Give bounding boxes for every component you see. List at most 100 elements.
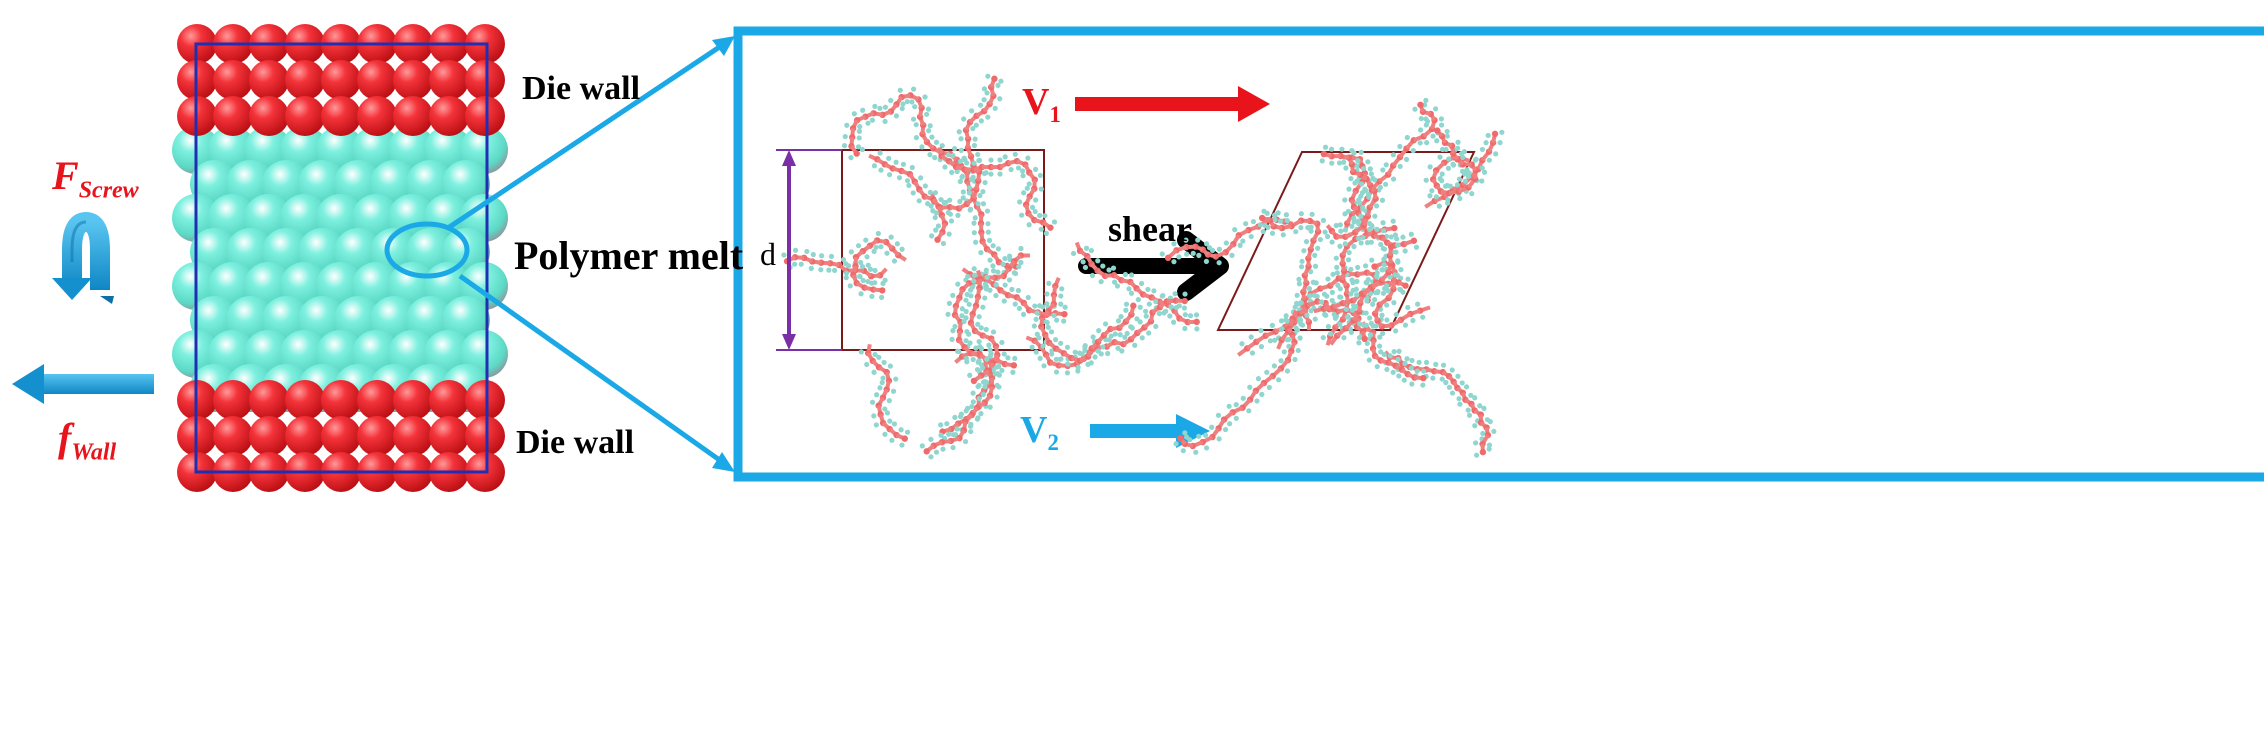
hydrogen-atom bbox=[926, 128, 931, 133]
hydrogen-atom bbox=[832, 268, 837, 273]
hydrogen-atom bbox=[1480, 431, 1485, 436]
hydrogen-atom bbox=[888, 364, 893, 369]
hydrogen-atom bbox=[982, 171, 987, 176]
hydrogen-atom bbox=[1383, 182, 1388, 187]
hydrogen-atom bbox=[1474, 157, 1479, 162]
hydrogen-atom bbox=[1160, 251, 1165, 256]
hydrogen-atom bbox=[876, 231, 881, 236]
hydrogen-atom bbox=[1402, 378, 1407, 383]
hydrogen-atom bbox=[979, 325, 984, 330]
hydrogen-atom bbox=[1246, 408, 1251, 413]
hydrogen-atom bbox=[1346, 257, 1351, 262]
hydrogen-atom bbox=[1013, 301, 1018, 306]
hydrogen-atom bbox=[1128, 324, 1133, 329]
hydrogen-atom bbox=[1325, 276, 1330, 281]
hydrogen-atom bbox=[1473, 440, 1478, 445]
hydrogen-atom bbox=[1367, 227, 1372, 232]
hydrogen-atom bbox=[906, 183, 911, 188]
hydrogen-atom bbox=[905, 178, 910, 183]
carbon-atom bbox=[923, 448, 929, 454]
hydrogen-atom bbox=[1341, 335, 1346, 340]
hydrogen-atom bbox=[889, 235, 894, 240]
carbon-atom bbox=[1434, 127, 1440, 133]
hydrogen-atom bbox=[1488, 419, 1493, 424]
hydrogen-atom bbox=[1379, 313, 1384, 318]
hydrogen-atom bbox=[1030, 345, 1035, 350]
hydrogen-atom bbox=[984, 268, 989, 273]
hydrogen-atom bbox=[1469, 191, 1474, 196]
hydrogen-atom bbox=[1445, 129, 1450, 134]
hydrogen-atom bbox=[947, 231, 952, 236]
hydrogen-atom bbox=[874, 392, 879, 397]
hydrogen-atom bbox=[1264, 370, 1269, 375]
wall-atom bbox=[249, 416, 289, 456]
carbon-atom bbox=[1182, 298, 1188, 304]
hydrogen-atom bbox=[1357, 321, 1362, 326]
hydrogen-atom bbox=[818, 267, 823, 272]
die-wall-bottom-label: Die wall bbox=[516, 424, 634, 462]
hydrogen-atom bbox=[1111, 266, 1116, 271]
hydrogen-atom bbox=[977, 339, 982, 344]
hydrogen-atom bbox=[1003, 282, 1008, 287]
hydrogen-atom bbox=[1450, 367, 1455, 372]
hydrogen-atom bbox=[869, 294, 874, 299]
carbon-atom bbox=[1011, 362, 1017, 368]
hydrogen-atom bbox=[949, 337, 954, 342]
hydrogen-atom bbox=[1375, 289, 1380, 294]
hydrogen-atom bbox=[860, 264, 865, 269]
wall-atom bbox=[249, 96, 289, 136]
hydrogen-atom bbox=[1033, 209, 1038, 214]
hydrogen-atom bbox=[1139, 281, 1144, 286]
hydrogen-atom bbox=[844, 123, 849, 128]
hydrogen-atom bbox=[1146, 330, 1151, 335]
hydrogen-atom bbox=[877, 106, 882, 111]
hydrogen-atom bbox=[1118, 332, 1123, 337]
hydrogen-atom bbox=[1451, 162, 1456, 167]
hydrogen-atom bbox=[928, 437, 933, 442]
hydrogen-atom bbox=[1372, 214, 1377, 219]
hydrogen-atom bbox=[1032, 303, 1037, 308]
hydrogen-atom bbox=[1404, 157, 1409, 162]
hydrogen-atom bbox=[1045, 320, 1050, 325]
hydrogen-atom bbox=[1058, 302, 1063, 307]
hydrogen-atom bbox=[898, 427, 903, 432]
hydrogen-atom bbox=[958, 414, 963, 419]
hydrogen-atom bbox=[1129, 272, 1134, 277]
hydrogen-atom bbox=[1480, 165, 1485, 170]
hydrogen-atom bbox=[1457, 176, 1462, 181]
hydrogen-atom bbox=[1119, 348, 1124, 353]
hydrogen-atom bbox=[893, 160, 898, 165]
hydrogen-atom bbox=[1364, 323, 1369, 328]
hydrogen-atom bbox=[1324, 294, 1329, 299]
hydrogen-atom bbox=[1243, 221, 1248, 226]
hydrogen-atom bbox=[1272, 338, 1277, 343]
hydrogen-atom bbox=[1313, 317, 1318, 322]
hydrogen-atom bbox=[1430, 376, 1435, 381]
hydrogen-atom bbox=[1241, 396, 1246, 401]
hydrogen-atom bbox=[946, 432, 951, 437]
hydrogen-atom bbox=[1065, 345, 1070, 350]
hydrogen-atom bbox=[1395, 260, 1400, 265]
hydrogen-atom bbox=[882, 432, 887, 437]
hydrogen-atom bbox=[1095, 258, 1100, 263]
hydrogen-atom bbox=[997, 96, 1002, 101]
hydrogen-atom bbox=[1052, 219, 1057, 224]
hydrogen-atom bbox=[961, 116, 966, 121]
hydrogen-atom bbox=[1025, 155, 1030, 160]
hydrogen-atom bbox=[1051, 313, 1056, 318]
hydrogen-atom bbox=[1123, 272, 1128, 277]
hydrogen-atom bbox=[1428, 164, 1433, 169]
hydrogen-atom bbox=[950, 445, 955, 450]
hydrogen-atom bbox=[848, 283, 853, 288]
hydrogen-atom bbox=[1005, 355, 1010, 360]
hydrogen-atom bbox=[1338, 229, 1343, 234]
hydrogen-atom bbox=[1480, 147, 1485, 152]
wall-atom bbox=[393, 60, 433, 100]
hydrogen-atom bbox=[964, 356, 969, 361]
hydrogen-atom bbox=[905, 430, 910, 435]
hydrogen-atom bbox=[1018, 246, 1023, 251]
hydrogen-atom bbox=[1416, 360, 1421, 365]
hydrogen-atom bbox=[1278, 219, 1283, 224]
hydrogen-atom bbox=[1195, 237, 1200, 242]
hydrogen-atom bbox=[1433, 362, 1438, 367]
